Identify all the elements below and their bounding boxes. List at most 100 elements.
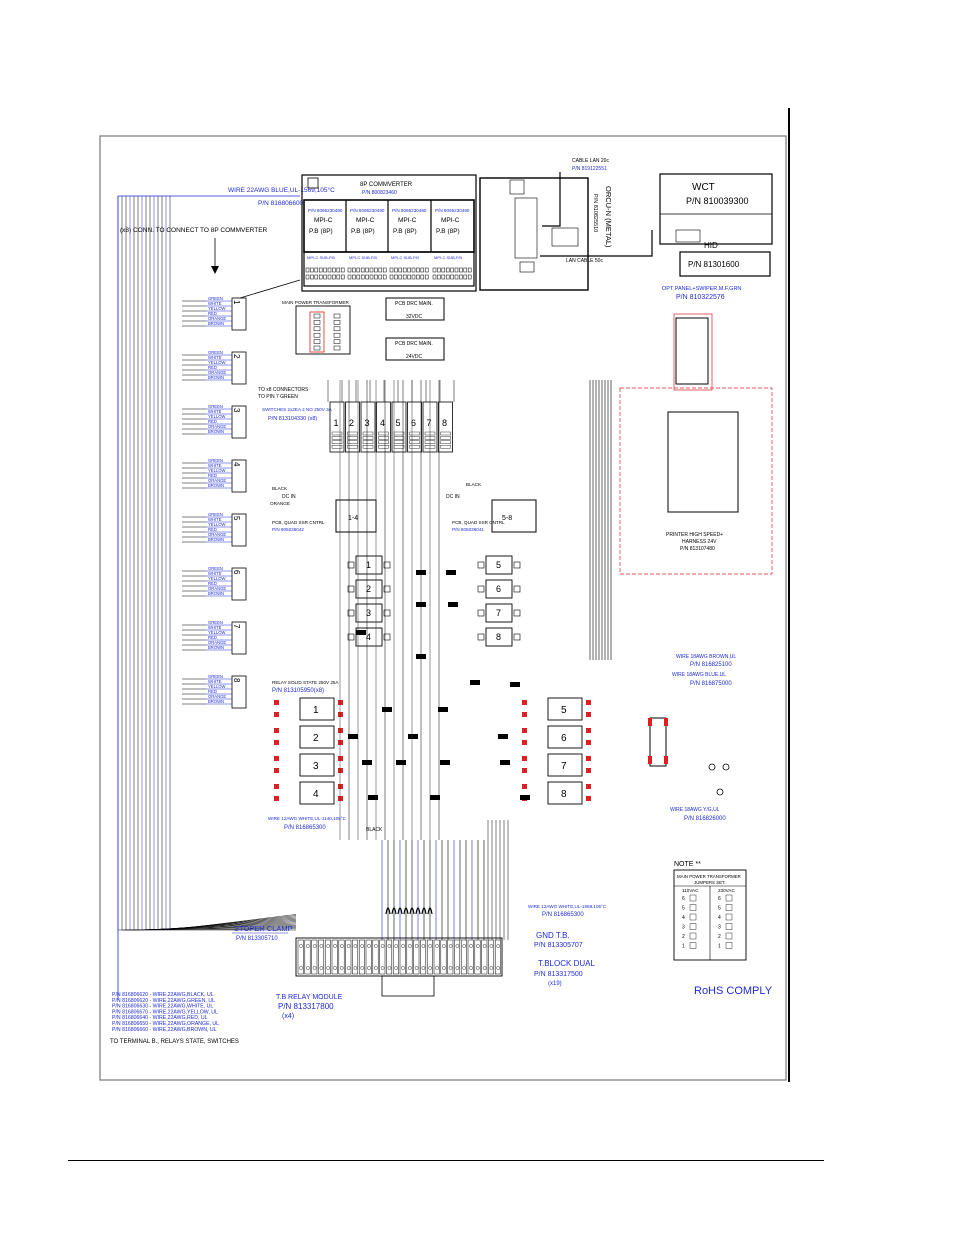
wire-color-label: BROWN [208,537,224,542]
mpi-pin [352,274,356,280]
svg-text:PCB DRC MAIN.: PCB DRC MAIN. [395,301,433,307]
mpi-pin [360,274,365,280]
fuse-clip [383,609,391,617]
switch-pin [331,431,343,436]
trafo-pin [313,326,321,332]
opt-board [675,317,709,385]
svg-text:MPI-C: MPI-C [398,217,417,224]
fuse-body [355,579,383,599]
mpi-pin [389,267,394,273]
terminal-screw [305,966,310,970]
wire-color-label: YELLOW [208,414,226,419]
fuse-clip [513,609,521,617]
stoper-clamp: STOPER CLAMP [234,924,293,933]
terminal-screw [469,966,473,970]
wire-color-label: YELLOW [208,684,226,689]
wire-marker [470,680,480,685]
mpi-pin [340,267,345,273]
relay-terminal [586,756,591,761]
connector-number: 7 [232,624,241,629]
switch-pin [409,440,420,444]
fuse-body [355,627,383,647]
mpi-pin [407,267,411,273]
note-pin-box [689,904,697,911]
note-pin-230: 5 [718,906,721,912]
relay-body [547,753,583,777]
wire-marker [356,630,366,635]
gnd-tb: GND T.B. [536,931,570,940]
svg-text:P.B (8P): P.B (8P) [436,228,460,235]
terminal-block [399,939,406,975]
wire-color-label: BROWN [208,321,224,326]
terminal-block [440,939,447,975]
svg-text:P/N 8095230490: P/N 8095230490 [435,208,470,213]
wire-color-label: BROWN [208,429,224,434]
wire-color-label: GREEN [208,296,223,301]
fuse-1: 1 [347,555,391,575]
note-pin-box [725,932,733,940]
trafo-pin [333,320,341,325]
terminal-screw [475,966,480,970]
svg-text:32VDC: 32VDC [406,314,423,320]
switch-pin [362,440,374,444]
switch-body [391,401,407,453]
relay-terminal [274,756,279,761]
mpi-pin [318,267,323,273]
terminal-block [386,939,393,975]
svg-text:JUMPERS SET.: JUMPERS SET. [694,880,725,885]
wire-list-item: P/N 816806620 - WIRE,22AWG,GREEN, UL [112,998,215,1004]
svg-text:BLACK: BLACK [272,486,288,491]
wire-color-label: YELLOW [208,630,226,635]
fuse-number: 4 [366,632,371,642]
relay-terminal [274,700,279,705]
mpi-pin [437,274,441,280]
relay-number: 5 [561,705,567,716]
switch-pin [393,440,405,444]
jumper-note: NOTE ** MAIN POWER TRANSFORMER JUMPERS S… [673,861,747,961]
relay-body [299,781,335,805]
mpi-board-3: P/N 8095230490 MPI-C P.B (8P) [392,208,427,235]
note-pin-110: 1 [682,944,685,950]
relay-body [299,725,335,749]
wire-marker [448,602,458,607]
cable-lan20-pn: P/N 819122551 [572,166,607,172]
mpi-pin [394,267,398,273]
wire-color-label: ORANGE [208,316,226,321]
note-pin-box [725,942,733,949]
terminal-screw [401,944,405,948]
terminal-screw [360,944,365,948]
terminal-screw [421,966,426,970]
switch-pin [362,445,374,449]
mpi-pin [416,274,420,280]
bundle-wire [169,914,297,931]
note-pin-110: 4 [682,915,685,921]
mpi-board-5: P/N 8095230490 MPI-C P.B (8P) [350,208,385,235]
trafo-pin [333,339,341,344]
switch-pin [378,436,389,440]
switch-body [329,401,345,453]
diagram-border [99,135,787,1081]
wire-color-label: WHITE [208,679,222,684]
terminal-screw [489,966,494,970]
terminal-screw [428,966,433,970]
note-pin-110: 6 [682,896,685,902]
mpi-pin [394,274,398,280]
mpi-pin [336,267,341,273]
switch-pin [393,436,405,440]
conn-note: (x8) CONN. TO CONNECT TO 8P COMMVERTER [120,227,268,234]
fuse-number: 7 [496,608,501,618]
wire-color-label: RED [208,365,217,370]
terminal-block [324,939,331,975]
relay-body [299,697,335,721]
terminal-screw [346,966,351,970]
svg-text:MAIN POWER TRANSFORMER: MAIN POWER TRANSFORMER [282,300,349,305]
svg-text:ORANGE: ORANGE [270,501,290,506]
switch-8: 8 [438,401,453,453]
mpi-pin [402,274,407,280]
relay-2: 2 [274,725,343,749]
terminal-block [460,939,467,975]
black-label-bottom: BLACK [366,827,383,833]
svg-text:MPI-C: MPI-C [314,217,333,224]
svg-text:MPI-C SUB-P.B: MPI-C SUB-P.B [349,255,377,260]
